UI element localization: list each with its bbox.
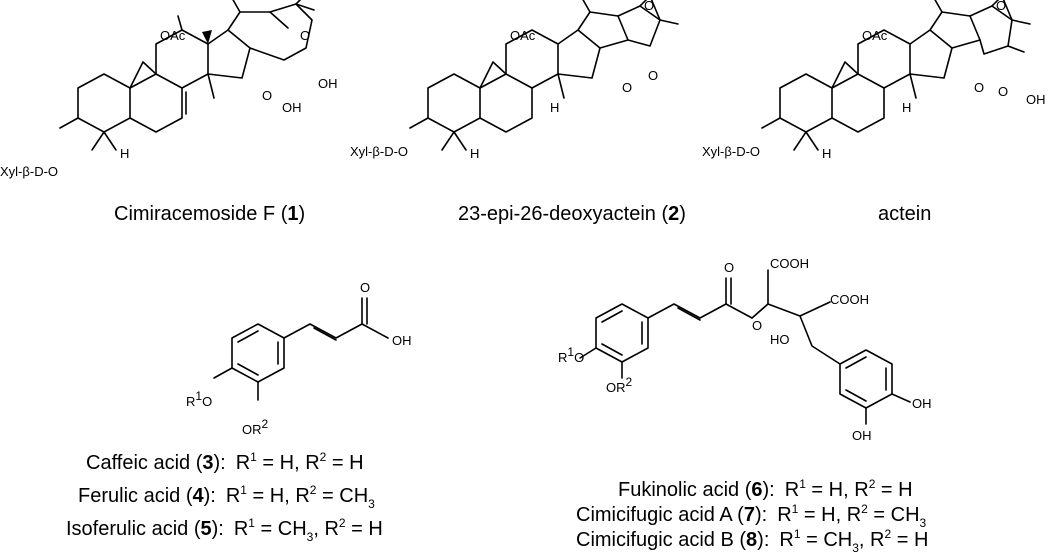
caption-list-left: Caffeic acid (3):R1 = H, R2 = H Ferulic …: [66, 450, 383, 544]
structure-actein: OAc O O O OH H H Xyl-β-D-O: [702, 0, 1046, 161]
label-oac-2: OAc: [510, 28, 536, 43]
caption-acid-4: Ferulic acid (4):R1 = H, R2 = CH3: [78, 483, 375, 511]
label-o-link: O: [752, 318, 762, 333]
structure-fukinolic-acid: O O COOH COOH HO OH OH R1O OR2: [558, 256, 932, 443]
label-o-ester: O: [724, 260, 734, 275]
label-h-1: H: [120, 146, 129, 161]
label-ho: HO: [770, 332, 790, 347]
label-oac-3: OAc: [862, 28, 888, 43]
label-oh-3: OH: [1026, 92, 1046, 107]
label-oac-1: OAc: [160, 28, 186, 43]
caption-actein: actein: [878, 203, 931, 225]
label-h-2b: H: [470, 146, 479, 161]
caption-acid-5: Isoferulic acid (5):R1 = CH3, R2 = H: [66, 516, 383, 544]
label-cooh-b: COOH: [830, 292, 869, 307]
label-xyl-3: Xyl-β-D-O: [702, 144, 760, 159]
caption-compound-2: 23-epi-26-deoxyactein (2): [458, 203, 686, 225]
label-o-ring-1: O: [300, 28, 310, 43]
caption-acid-3: Caffeic acid (3):R1 = H, R2 = H: [86, 450, 364, 474]
caption-acid-8: Cimicifugic acid B (8):R1 = CH3, R2 = H: [576, 527, 928, 552]
label-r1o-6: R1O: [558, 345, 584, 365]
label-h-3a: H: [902, 100, 911, 115]
label-o-ring-2: O: [648, 68, 658, 83]
label-oh-1b: OH: [318, 76, 338, 91]
label-or2-6: OR2: [606, 375, 633, 395]
caption-compound-1: Cimiracemoside F (1): [114, 203, 305, 225]
label-xyl-1: Xyl-β-D-O: [0, 164, 58, 179]
label-o-epox-2: O: [644, 0, 654, 13]
label-cooh-a: COOH: [770, 256, 809, 271]
label-oh-acid: OH: [392, 333, 412, 348]
label-o-carbonyl: O: [360, 280, 370, 295]
label-oh-6a: OH: [912, 396, 932, 411]
caption-list-right: Fukinolic acid (6):R1 = H, R2 = H Cimici…: [576, 477, 928, 552]
label-r1o: R1O: [186, 389, 212, 409]
structure-deoxyactein: OAc O O O H H Xyl-β-D-O: [350, 0, 679, 161]
caption-acid-7: Cimicifugic acid A (7):R1 = H, R2 = CH3: [576, 502, 927, 530]
label-oh-6b: OH: [852, 428, 872, 443]
label-xyl-2: Xyl-β-D-O: [350, 144, 408, 159]
label-o-bridge-1: O: [262, 88, 272, 103]
label-h-2a: H: [550, 100, 559, 115]
label-oh-1a: OH: [282, 100, 302, 115]
structure-cimiracemoside-f: OAc O O OH OH H Xyl-β-D-O: [0, 0, 338, 179]
label-o-ring-3: O: [998, 84, 1008, 99]
label-or2: OR2: [242, 417, 269, 437]
label-o-epox-3: O: [996, 0, 1006, 13]
label-o-bridge-2: O: [622, 80, 632, 95]
label-o-bridge-3: O: [974, 80, 984, 95]
label-h-3b: H: [822, 146, 831, 161]
structure-cinnamic-acid: O OH R1O OR2: [186, 280, 412, 437]
caption-acid-6: Fukinolic acid (6):R1 = H, R2 = H: [618, 477, 913, 501]
